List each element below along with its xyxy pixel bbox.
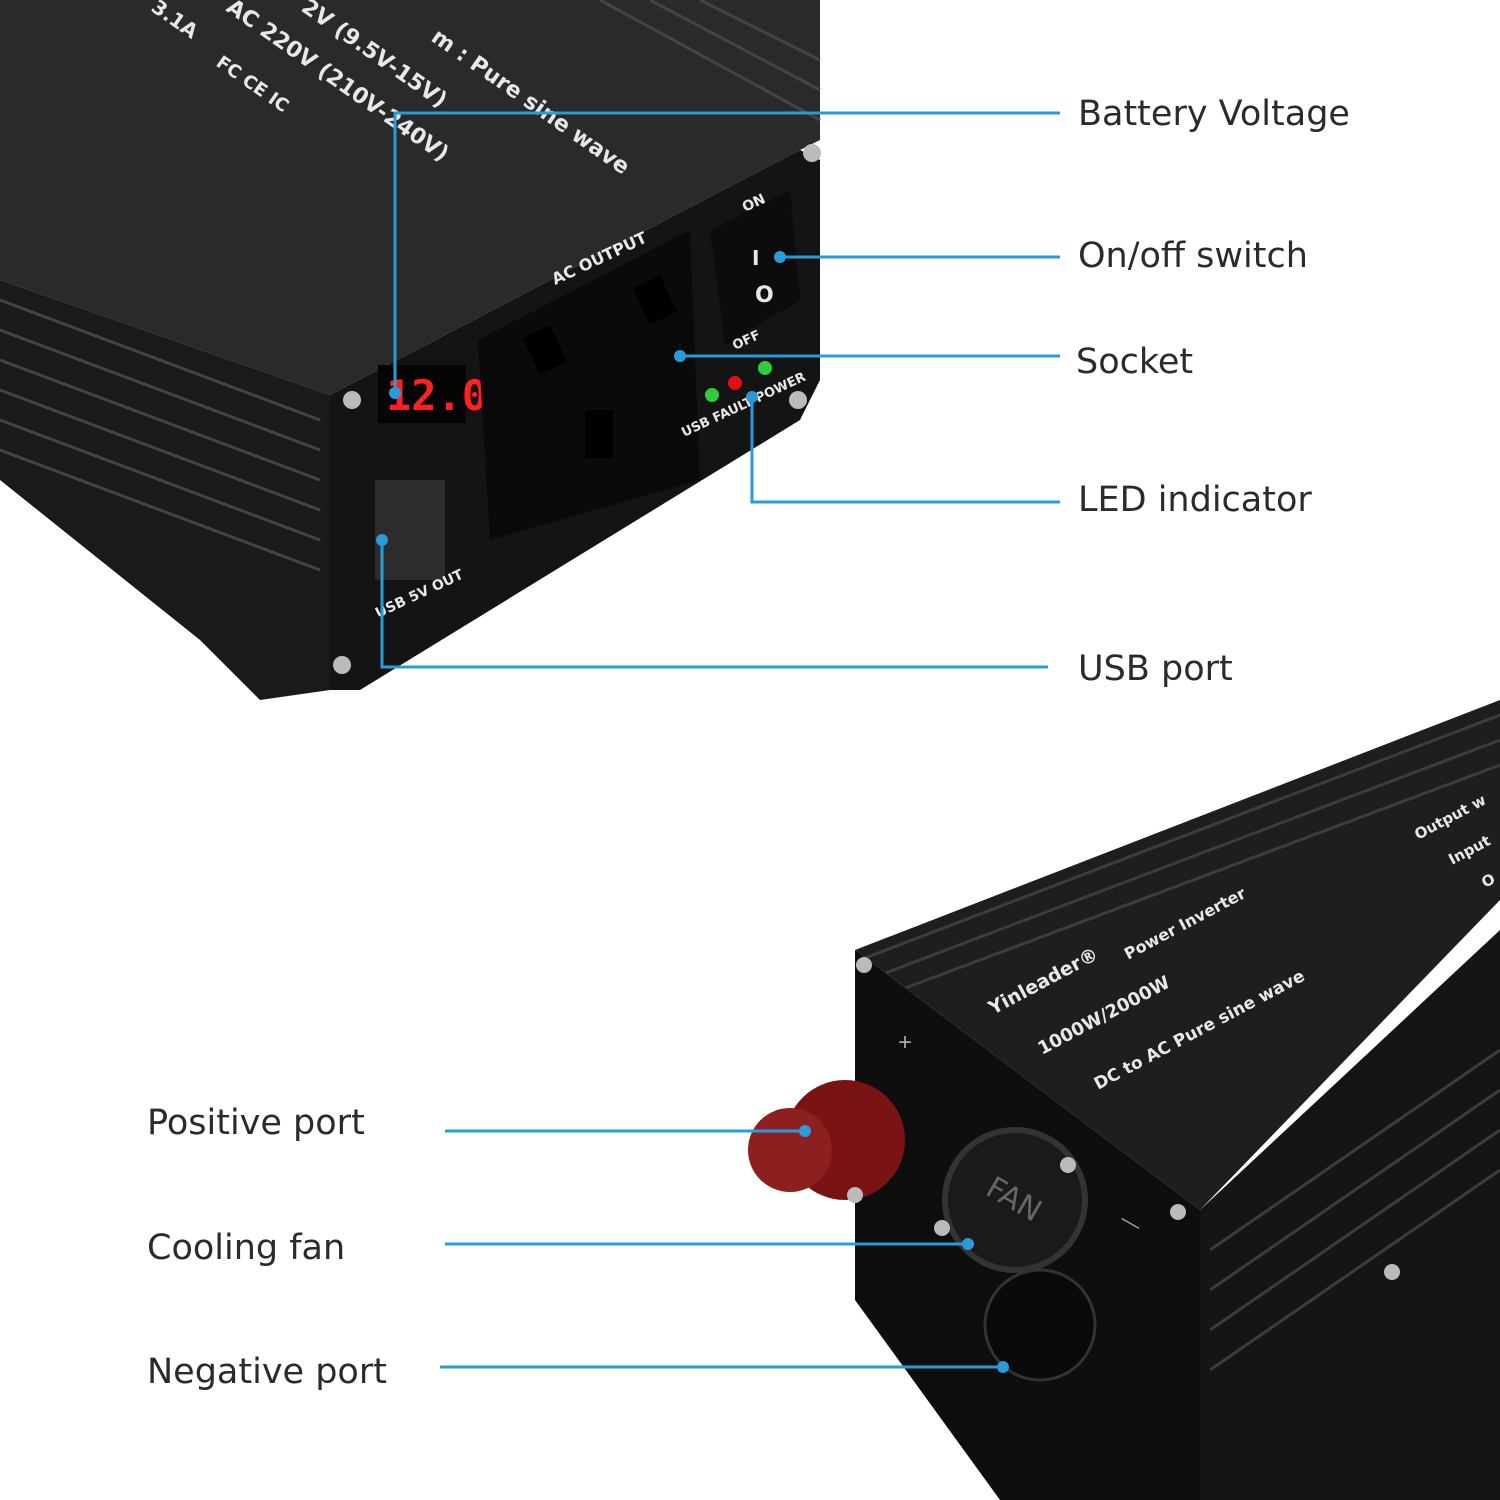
plus-mark: + (898, 1029, 912, 1056)
label-led-indicator: LED indicator (1078, 480, 1312, 520)
callout-dots (376, 251, 1009, 1373)
negative-terminal (983, 1268, 1097, 1382)
battery-voltage-line (393, 111, 1060, 393)
callout-lines (380, 111, 1060, 1369)
led-fault (728, 376, 742, 390)
led-line (750, 397, 1060, 504)
cooling-fan (942, 1127, 1088, 1273)
label-socket: Socket (1076, 342, 1194, 382)
switch-i: I (752, 246, 759, 270)
bottom-inverter: FAN + — Yinleader® Power Inverter 1000W/… (748, 700, 1500, 1500)
label-cooling-fan: Cooling fan (147, 1228, 346, 1268)
label-battery-voltage: Battery Voltage (1078, 94, 1350, 134)
switch-o: O (755, 283, 774, 308)
label-usb-port: USB port (1078, 649, 1233, 689)
top-inverter: 12.0 m : Pure sine wave 2V (9.5V-15V) AC… (0, 0, 821, 700)
power-switch (710, 190, 800, 345)
usb-line (380, 540, 1048, 669)
led-power (758, 361, 772, 375)
label-negative-port: Negative port (147, 1352, 387, 1392)
usb-ports (375, 480, 445, 580)
display-value: 12.0 (386, 371, 487, 420)
led-usb (705, 388, 719, 402)
label-positive-port: Positive port (147, 1103, 365, 1143)
label-on-off-switch: On/off switch (1078, 236, 1308, 276)
